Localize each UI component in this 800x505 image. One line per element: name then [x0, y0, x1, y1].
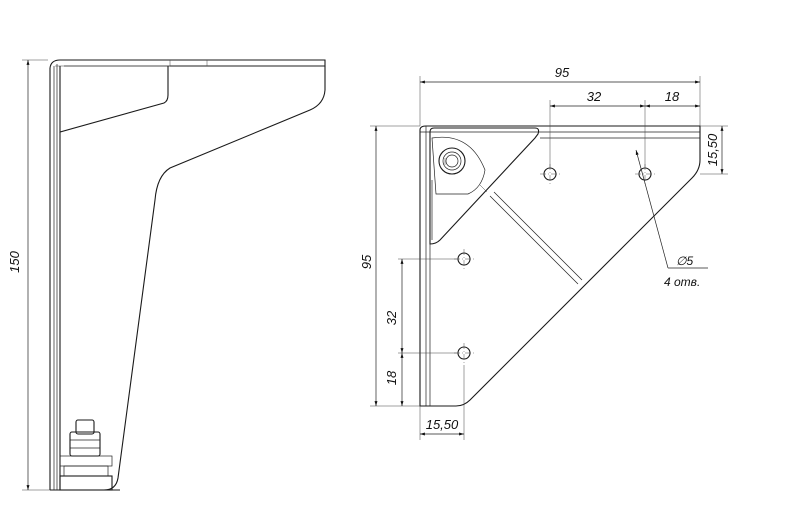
- hole-callout-count: 4 отв.: [664, 275, 700, 289]
- side-view: 150: [7, 59, 326, 491]
- leg-back-plate: [49, 59, 326, 490]
- top-hole-spacing-dim: 32: [587, 89, 602, 104]
- side-height-dim: 150: [7, 250, 22, 272]
- left-hole-spacing-dim: 32: [384, 310, 399, 325]
- bottom-offset-dim: 15,50: [426, 417, 459, 432]
- top-hole-edge-dim: 18: [665, 89, 680, 104]
- leg-body: [50, 60, 326, 491]
- top-view: 95 32 18 15,50 95 32 18 15,50 ∅5 4 отв.: [359, 65, 728, 440]
- adjuster-foot: [59, 419, 113, 491]
- hole-callout: ∅5 4 отв.: [635, 149, 708, 289]
- top-width-dim: 95: [555, 65, 570, 80]
- right-offset-dim: 15,50: [705, 133, 720, 166]
- hole-callout-diameter: ∅5: [676, 254, 693, 268]
- top-height-dim: 95: [359, 254, 374, 269]
- left-hole-edge-dim: 18: [384, 370, 399, 385]
- threaded-boss: [431, 136, 486, 195]
- mounting-plate: [419, 125, 701, 407]
